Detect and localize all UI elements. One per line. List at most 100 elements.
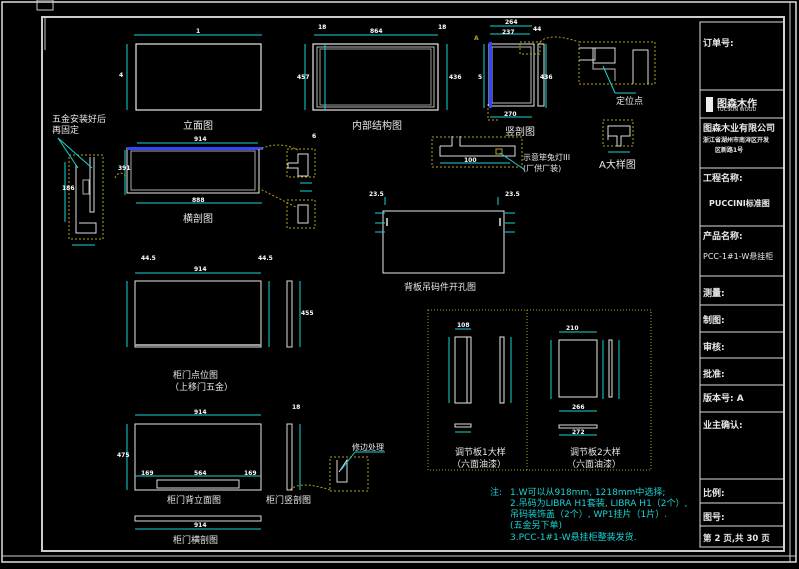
order-no-label: 订单号: — [703, 39, 734, 49]
version-label: 版本号: A — [703, 394, 744, 404]
light-width-dim: 100 — [464, 157, 477, 164]
door-back-bottom-dim-2: 564 — [194, 470, 207, 477]
door-points-sub-label: （上移门五金） — [170, 383, 234, 393]
door-back-bottom-dim-1: 169 — [141, 470, 154, 477]
back-panel-holes-label: 背板吊码件开孔图 — [404, 283, 477, 293]
product-value: PCC-1#1-W悬挂柜 — [703, 252, 774, 261]
note-line-3: 吊码装饰盖（2个）, WP1挂片（1片）. — [510, 510, 668, 520]
vsection-top2-dim: 237 — [502, 29, 515, 36]
cross-section-view — [114, 142, 299, 209]
bevel-detail-view — [289, 451, 385, 492]
bevel-label: 修边处理 — [352, 443, 384, 452]
vsection-right-dim: 436 — [540, 74, 553, 81]
door-back-bottom-dim-3: 169 — [244, 470, 257, 477]
adjust-panels-group — [427, 309, 652, 471]
vsection-marker-a: A — [474, 35, 479, 42]
adjust-2-width-dim: 210 — [566, 325, 579, 332]
elevation-view — [126, 34, 262, 111]
vertical-section-view — [483, 25, 547, 121]
project-label: 工程名称: — [703, 174, 743, 184]
vsection-left-dim: 5 — [478, 74, 483, 81]
adjust-panel-2-label: 调节板2大样 — [570, 448, 621, 458]
owner-confirm-label: 业主确认: — [703, 421, 743, 431]
logo-cn: 图森木作 — [717, 99, 757, 110]
detail-a-label: A大样图 — [599, 160, 636, 171]
door-points-view — [126, 272, 301, 348]
elevation-height-dim: 4 — [119, 72, 124, 79]
door-vsection-top-dim: 18 — [292, 404, 301, 411]
notes-prefix: 注: — [490, 488, 503, 498]
door-points-side-dim: 455 — [301, 310, 314, 317]
vertical-section-label: 竖剖图 — [505, 127, 535, 138]
door-points-label: 柜门点位图 — [173, 371, 219, 381]
logo-mark-icon — [706, 97, 713, 112]
light-note-line2: (厂供厂装) — [523, 164, 562, 173]
adjust-1-width-dim: 108 — [457, 322, 470, 329]
company-address-2: 区新路1号 — [715, 147, 744, 154]
vsection-top-right-dim: 44 — [533, 26, 542, 33]
note-line-4: (五金另下单) — [510, 521, 563, 531]
internal-top-right-dim: 18 — [438, 24, 447, 31]
side-left-height-dim: 186 — [62, 185, 75, 192]
project-value: PUCCINI标准图 — [709, 199, 770, 208]
note-line-5: 3.PCC-1#1-W悬挂柜整装发货. — [510, 533, 637, 543]
company-address-1: 浙江省湖州市南浔区开发 — [703, 137, 770, 144]
note-line-1: 1.W可以从918mm, 1218mm中选择; — [510, 488, 666, 498]
approve-label: 批准: — [703, 370, 725, 380]
elevation-width-dim: 1 — [196, 28, 201, 35]
internal-structure-view — [304, 34, 448, 111]
door-points-top-left-dim: 44.5 — [141, 255, 156, 262]
title-block-grid — [699, 21, 785, 548]
door-back-elevation-label: 柜门背立面图 — [167, 496, 222, 506]
hardware-note-line1: 五金安装好后 — [52, 115, 107, 125]
adjust-2-section-dim: 272 — [572, 429, 585, 436]
door-back-top-dim: 914 — [194, 409, 207, 416]
internal-right-dim: 436 — [449, 74, 462, 81]
locator-point-label: 定位点 — [616, 97, 644, 107]
door-vertical-section-label: 柜门竖剖图 — [266, 496, 312, 506]
door-cross-section-label: 柜门横剖图 — [173, 536, 219, 546]
adjust-2-bottom-dim: 266 — [572, 404, 585, 411]
adjust-panel-1-sub-label: （六面油漆） — [452, 460, 507, 470]
door-back-left-dim: 475 — [117, 452, 130, 459]
door-points-top-right-dim: 44.5 — [258, 255, 273, 262]
cross-left-dim: 391 — [118, 165, 131, 172]
vsection-top-dim: 264 — [505, 19, 518, 26]
elevation-label: 立面图 — [183, 121, 213, 132]
cross-top-dim: 914 — [194, 136, 207, 143]
vsection-bottom-dim: 270 — [504, 111, 517, 118]
logo-en: TUCSON WOOD — [717, 107, 757, 113]
product-label: 产品名称: — [703, 232, 743, 242]
drafter-label: 制图: — [703, 316, 725, 326]
detail-a-view — [602, 119, 634, 153]
scale-label: 比例: — [703, 489, 725, 499]
cross-bottom-dim: 888 — [192, 197, 205, 204]
frame-tab — [36, 0, 54, 11]
page-label: 第 2 页,共 30 页 — [703, 534, 770, 544]
hardware-note-line2: 再固定 — [52, 126, 80, 136]
review-label: 审核: — [703, 343, 725, 353]
door-points-top-dim: 914 — [194, 266, 207, 273]
drawing-no-label: 图号: — [703, 513, 725, 523]
note-line-2: 2.吊码为LIBRA H1套装, LIBRA H1（2个）, — [510, 499, 688, 509]
side-detail-left — [57, 137, 104, 246]
internal-top-left-dim: 18 — [318, 24, 327, 31]
light-section-view — [431, 136, 526, 171]
side-detail-right — [286, 148, 316, 229]
internal-top-dim: 864 — [370, 28, 383, 35]
detail-a-top-view — [539, 36, 656, 94]
door-back-elevation-view — [126, 414, 301, 530]
internal-left-dim: 457 — [297, 74, 310, 81]
adjust-panel-2-sub-label: （六面油漆） — [567, 460, 622, 470]
adjust-panel-1-label: 调节板1大样 — [455, 448, 506, 458]
survey-label: 测量: — [703, 289, 725, 299]
internal-structure-label: 内部结构图 — [352, 121, 402, 132]
light-note-line1: 示意筚兔灯III — [523, 153, 571, 162]
cross-section-label: 横剖图 — [183, 214, 213, 225]
company-name: 图森木业有限公司 — [703, 124, 776, 134]
company-logo: 图森木作 TUCSON WOOD — [704, 96, 780, 114]
door-cross-width-dim: 914 — [194, 522, 207, 529]
back-left-dim: 23.5 — [369, 191, 384, 198]
